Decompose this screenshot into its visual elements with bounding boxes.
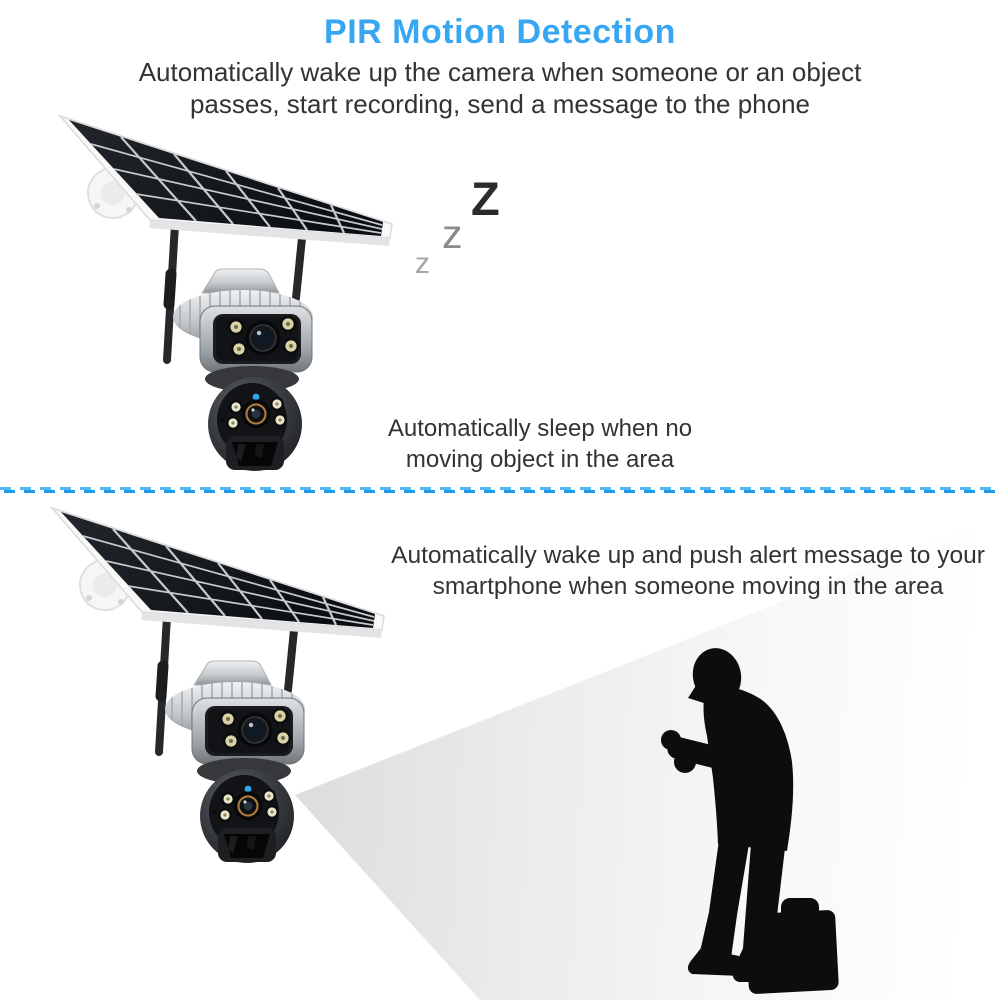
person-front-leg <box>699 840 749 958</box>
sleep-caption: Automatically sleep when no moving objec… <box>340 413 740 475</box>
person-front-shoe <box>687 948 744 976</box>
sleep-caption-line-2: moving object in the area <box>405 446 675 473</box>
wake-caption-line-1: Automatically wake up and push alert mes… <box>391 542 985 569</box>
suitcase <box>745 910 839 994</box>
sleep-z-large: Z <box>471 172 500 225</box>
solar-camera-detecting <box>42 498 402 898</box>
subtitle-line-1: Automatically wake up the camera when so… <box>138 57 862 87</box>
wake-caption: Automatically wake up and push alert mes… <box>375 540 1000 602</box>
person-forearm <box>667 736 729 770</box>
sleep-z-small: z <box>415 247 430 280</box>
detection-beam <box>295 515 1000 1000</box>
sleep-z-medium: z <box>442 211 463 257</box>
subtitle-line-2: passes, start recording, send a message … <box>189 89 811 119</box>
wake-caption-line-2: smartphone when someone moving in the ar… <box>432 573 944 600</box>
dashed-divider <box>0 487 1000 494</box>
person-hand <box>674 751 696 773</box>
page-title: PIR Motion Detection <box>324 13 676 51</box>
person-silhouette <box>661 648 839 994</box>
sleep-caption-line-1: Automatically sleep when no <box>387 415 693 442</box>
person-hand <box>661 730 681 750</box>
page-subtitle: Automatically wake up the camera when so… <box>0 56 1000 120</box>
